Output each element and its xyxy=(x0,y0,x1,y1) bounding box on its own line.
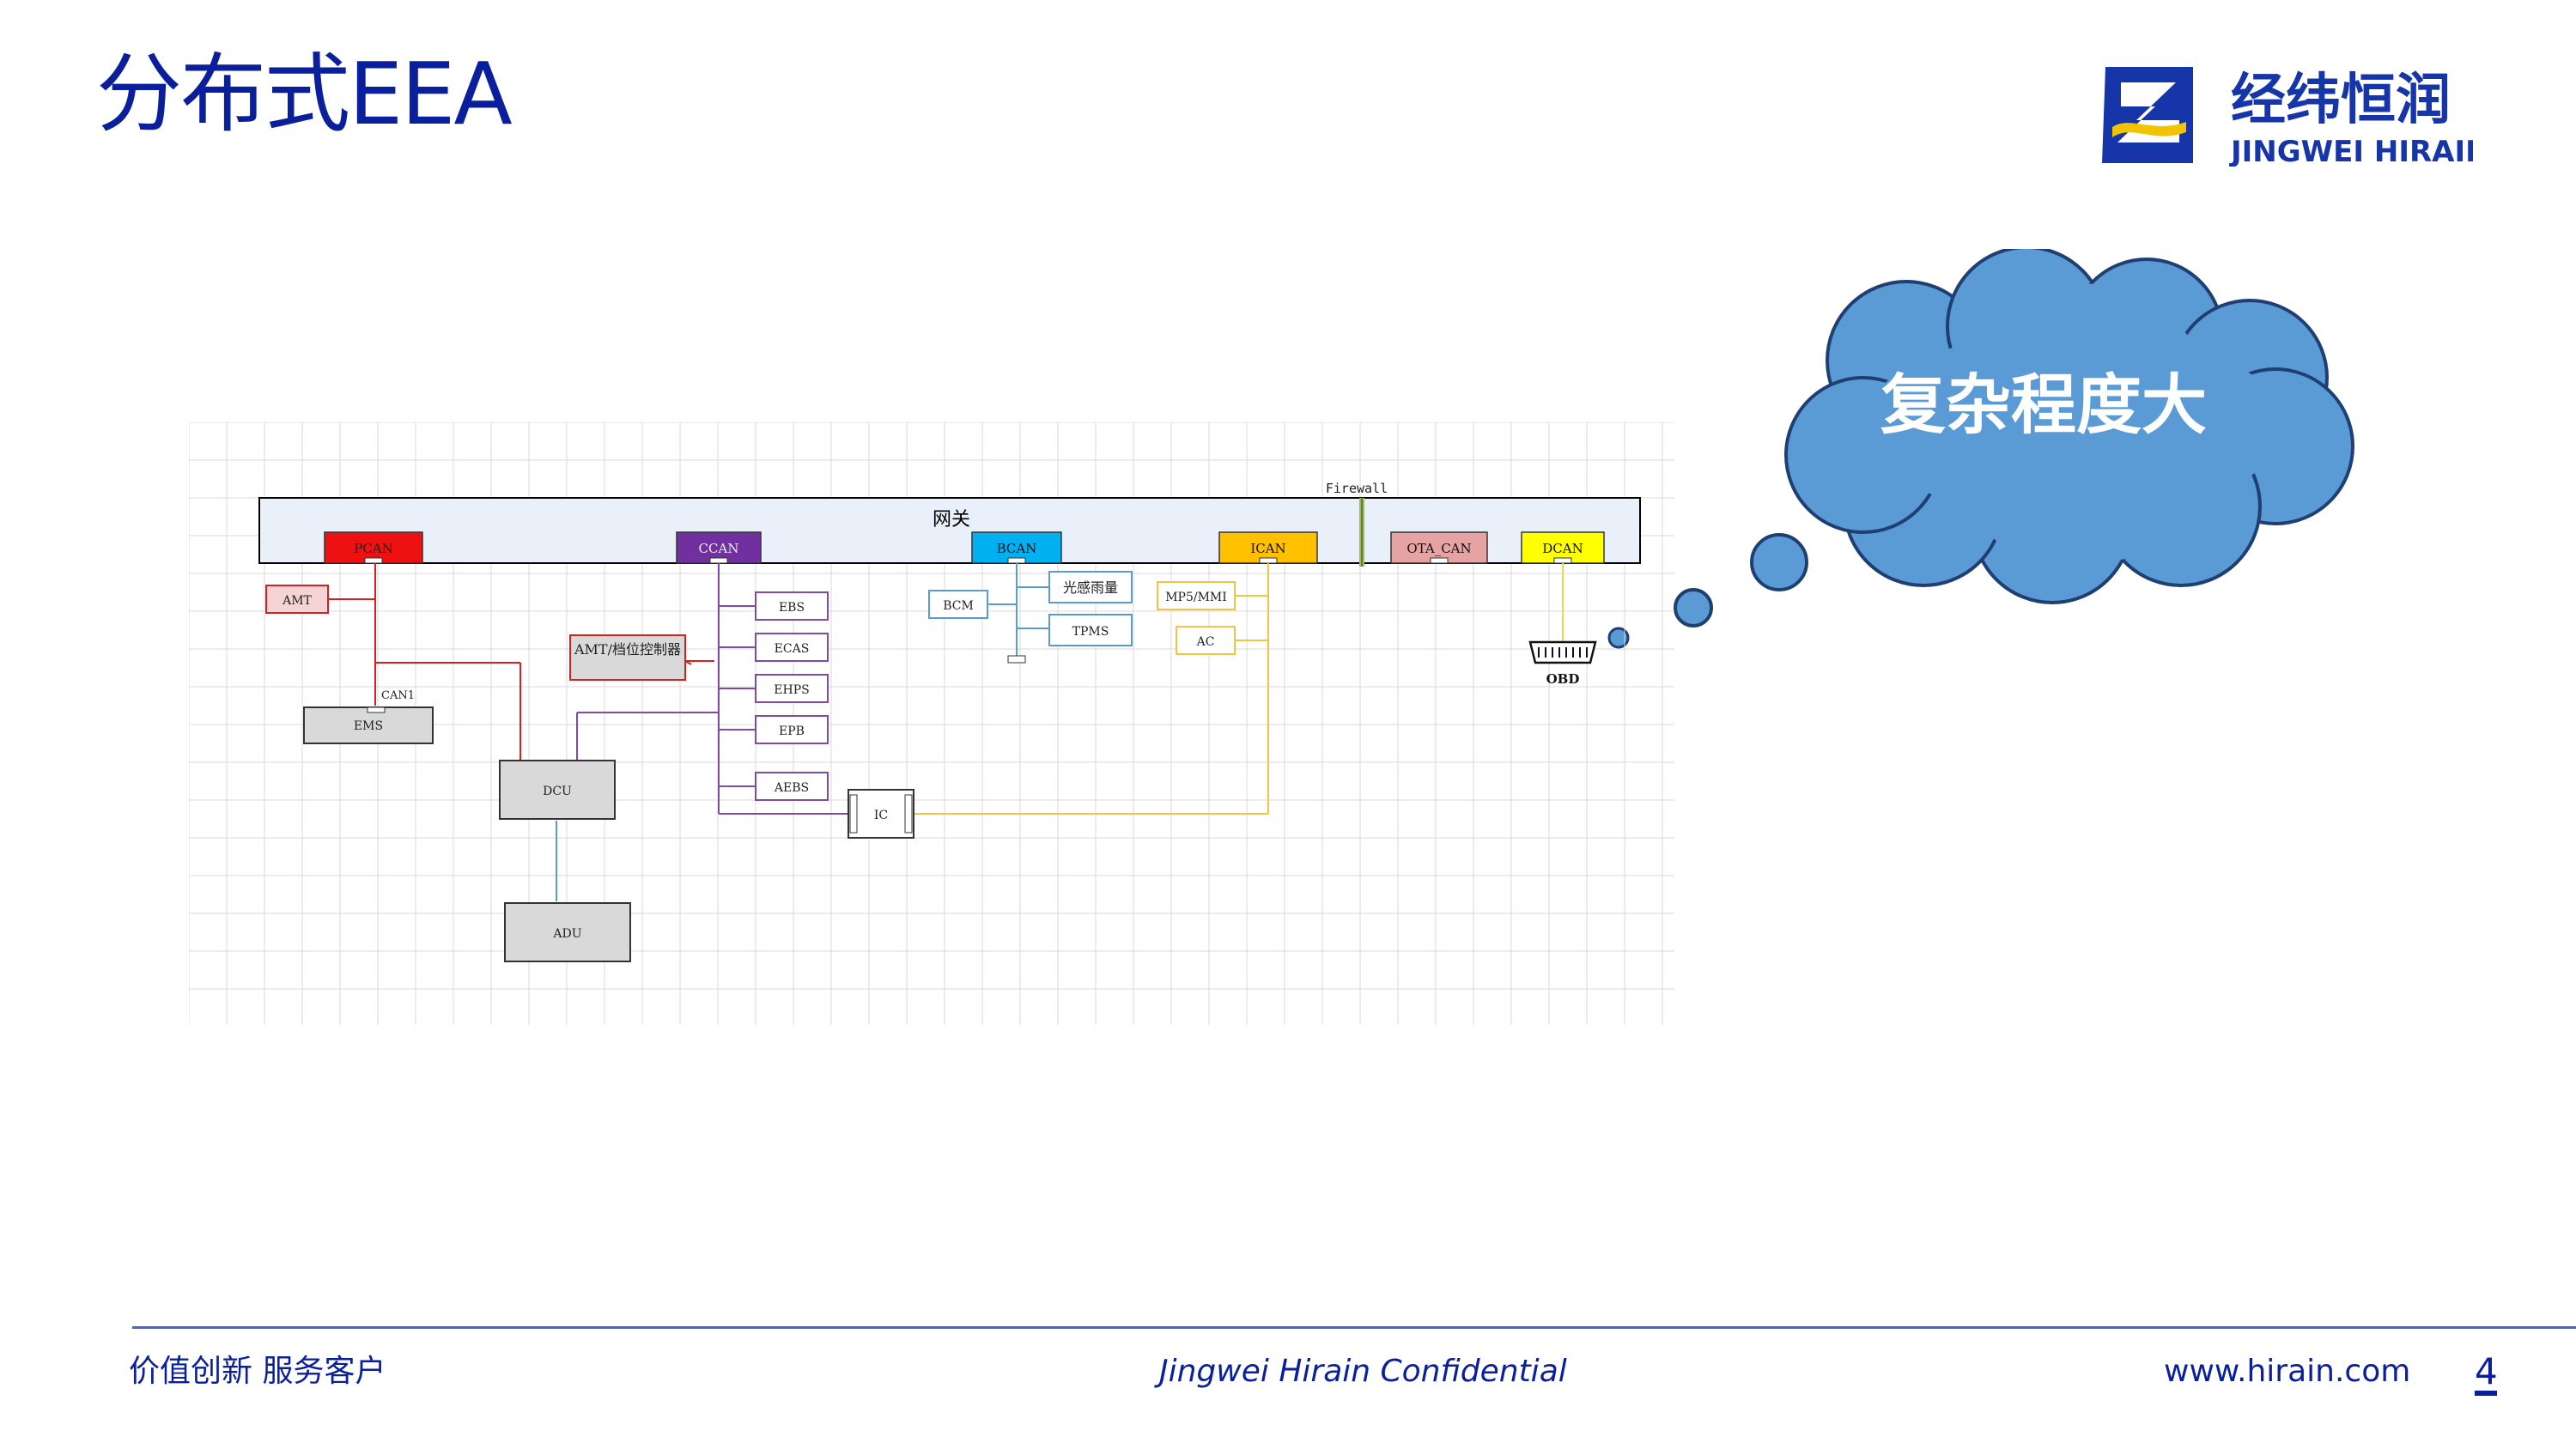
svg-text:AEBS: AEBS xyxy=(774,781,809,795)
node-ecas: ECAS xyxy=(755,633,829,662)
svg-text:EHPS: EHPS xyxy=(774,683,809,697)
node-dcu: DCU xyxy=(499,760,616,820)
bcan-terminator xyxy=(1007,655,1026,664)
bus-label-pcan: PCAN xyxy=(354,541,393,556)
ican-lines xyxy=(914,563,1269,815)
svg-text:AMT: AMT xyxy=(282,594,312,608)
svg-text:OBD: OBD xyxy=(1546,671,1580,687)
bus-label-bcan: BCAN xyxy=(997,541,1037,556)
node-bcm: BCM xyxy=(928,590,988,619)
node-amt: AMT xyxy=(265,585,329,614)
node-amt-shift-controller: AMT/档位控制器 xyxy=(569,634,686,681)
can1-label: CAN1 xyxy=(381,689,415,702)
footer-slogan: 价值创新 服务客户 xyxy=(129,1354,386,1389)
node-adu: ADU xyxy=(504,902,631,962)
svg-text:光感雨量: 光感雨量 xyxy=(1063,579,1118,596)
bcan-lines xyxy=(556,563,1049,901)
pcan-lines xyxy=(328,563,714,761)
eea-diagram: 网关 Firewall PCAN CCAN BCAN ICAN OTA_CAN … xyxy=(189,422,1674,1025)
svg-text:AC: AC xyxy=(1196,635,1215,649)
svg-text:ADU: ADU xyxy=(552,927,581,941)
page-number-underline xyxy=(2475,1391,2497,1396)
bus-label-ota: OTA_CAN xyxy=(1406,541,1471,556)
svg-text:IC: IC xyxy=(874,809,888,822)
svg-text:TPMS: TPMS xyxy=(1072,625,1109,639)
thought-cloud: 复杂程度大 xyxy=(1674,249,2354,627)
node-ems: EMS xyxy=(303,706,434,744)
node-ac: AC xyxy=(1176,626,1236,655)
svg-text:MP5/MMI: MP5/MMI xyxy=(1165,591,1227,604)
node-obd: OBD xyxy=(1528,640,1597,687)
node-ic: IC xyxy=(848,789,914,839)
logo-name-cn: 经纬恒润 xyxy=(2231,69,2451,132)
thought-bubble-large xyxy=(1750,533,1808,591)
page-number: 4 xyxy=(2475,1350,2498,1392)
svg-text:EMS: EMS xyxy=(354,719,383,733)
firewall-label: Firewall xyxy=(1326,481,1388,496)
bus-dcan: DCAN xyxy=(1521,531,1605,564)
node-tpms: TPMS xyxy=(1048,614,1133,646)
node-ehps: EHPS xyxy=(755,674,829,703)
slide-title: 分布式EEA xyxy=(96,44,513,144)
node-mp5-mmi: MP5/MMI xyxy=(1157,581,1236,610)
svg-text:ECAS: ECAS xyxy=(775,642,810,656)
footer-divider xyxy=(132,1326,2576,1329)
footer-url[interactable]: www.hirain.com xyxy=(2164,1354,2411,1389)
company-logo: 经纬恒润 JINGWEI HIRAIN xyxy=(2102,67,2473,167)
node-epb: EPB xyxy=(755,715,829,744)
svg-text:EBS: EBS xyxy=(779,601,805,615)
thought-bubble-medium xyxy=(1674,588,1713,627)
cloud-text: 复杂程度大 xyxy=(1880,367,2207,443)
node-light-rain-sensor: 光感雨量 xyxy=(1048,571,1133,603)
node-ebs: EBS xyxy=(755,591,829,621)
svg-text:EPB: EPB xyxy=(779,724,805,738)
bus-label-dcan: DCAN xyxy=(1542,541,1583,556)
node-aebs: AEBS xyxy=(755,772,829,801)
thought-bubble-small xyxy=(1607,627,1630,649)
svg-text:BCM: BCM xyxy=(943,599,974,613)
logo-mark xyxy=(2102,67,2193,163)
logo-name-en: JINGWEI HIRAIN xyxy=(2229,135,2473,167)
footer-confidential: Jingwei Hirain Confidential xyxy=(1159,1354,1567,1389)
bus-label-ican: ICAN xyxy=(1250,541,1285,556)
ccan-lines xyxy=(576,563,848,815)
svg-text:AMT/档位控制器: AMT/档位控制器 xyxy=(574,641,681,658)
gateway-label: 网关 xyxy=(933,509,970,530)
svg-text:DCU: DCU xyxy=(543,785,572,798)
bus-label-ccan: CCAN xyxy=(699,541,739,556)
